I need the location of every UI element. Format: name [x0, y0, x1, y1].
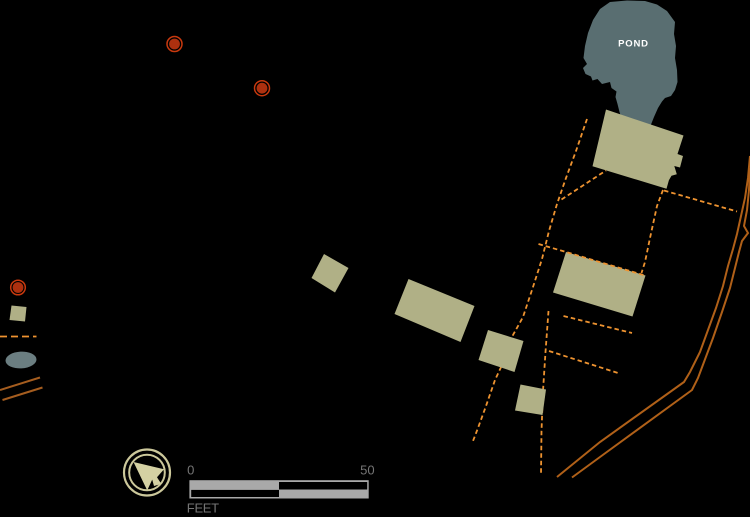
svg-text:POND: POND [618, 38, 649, 49]
svg-text:50: 50 [360, 463, 374, 478]
svg-text:FEET: FEET [187, 501, 219, 516]
svg-text:0: 0 [187, 463, 194, 478]
